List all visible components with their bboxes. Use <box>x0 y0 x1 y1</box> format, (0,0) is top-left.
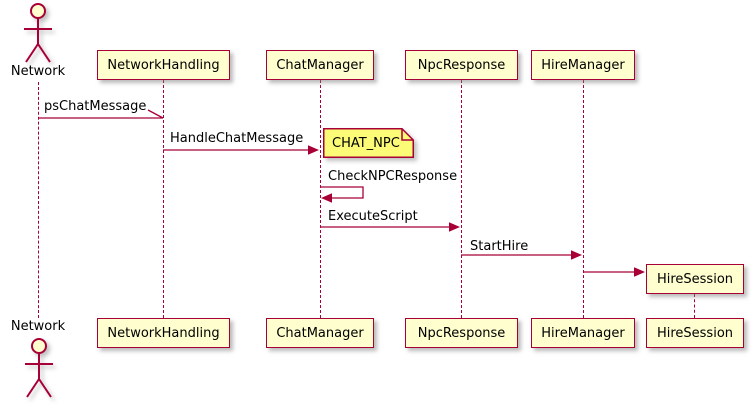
participant-label: ChatManager <box>276 57 364 73</box>
participant-label: ChatManager <box>276 325 364 341</box>
participant-hiresession-created: HireSession <box>646 264 744 294</box>
lifeline-hiresession <box>694 294 695 318</box>
participant-label: HireManager <box>541 57 625 73</box>
arrowhead-executescript <box>449 222 460 232</box>
note-chat-npc: CHAT_NPC <box>323 128 414 158</box>
arrowhead-starthire <box>571 250 582 260</box>
actor-icon-bottom <box>25 338 53 398</box>
participant-chatmanager-top: ChatManager <box>266 50 374 80</box>
actor-label-network-bottom: Network <box>10 319 66 334</box>
participant-label: NpcResponse <box>417 57 506 73</box>
lifeline-network <box>38 82 39 318</box>
arrow-checknpcresponse-self <box>320 186 364 199</box>
participant-label: HireSession <box>656 271 734 287</box>
participant-chatmanager-bottom: ChatManager <box>266 318 374 348</box>
message-label-pschatmessage: psChatMessage <box>44 99 147 114</box>
participant-hiremanager-bottom: HireManager <box>531 318 635 348</box>
participant-npcresponse-top: NpcResponse <box>405 50 518 80</box>
arrowhead-checknpcresponse <box>321 193 332 203</box>
lifeline-npcresponse <box>461 80 462 318</box>
actor-icon-top <box>24 3 52 63</box>
arrow-pschatmessage <box>38 109 164 119</box>
arrowhead-create-hiresession <box>634 267 645 277</box>
arrowhead-handlechatmessage <box>308 145 319 155</box>
message-label-executescript: ExecuteScript <box>328 209 418 224</box>
message-label-starthire: StartHire <box>470 239 529 254</box>
lifeline-chatmanager <box>320 80 321 318</box>
note-shape <box>323 128 414 158</box>
note-label: CHAT_NPC <box>332 136 400 151</box>
participant-npcresponse-bottom: NpcResponse <box>405 318 518 348</box>
lifeline-networkhandling <box>163 80 164 318</box>
lifeline-hiremanager <box>583 80 584 318</box>
participant-networkhandling-top: NetworkHandling <box>97 50 230 80</box>
participant-hiresession-bottom: HireSession <box>646 318 744 348</box>
participant-label: NetworkHandling <box>107 57 220 73</box>
actor-label-network-top: Network <box>10 64 66 79</box>
participant-label: NetworkHandling <box>107 325 220 341</box>
participant-hiremanager-top: HireManager <box>531 50 635 80</box>
participant-label: NpcResponse <box>417 325 506 341</box>
participant-label: HireSession <box>656 325 734 341</box>
message-label-checknpcresponse: CheckNPCResponse <box>328 169 458 184</box>
message-label-handlechatmessage: HandleChatMessage <box>170 131 304 146</box>
participant-networkhandling-bottom: NetworkHandling <box>97 318 230 348</box>
participant-label: HireManager <box>541 325 625 341</box>
